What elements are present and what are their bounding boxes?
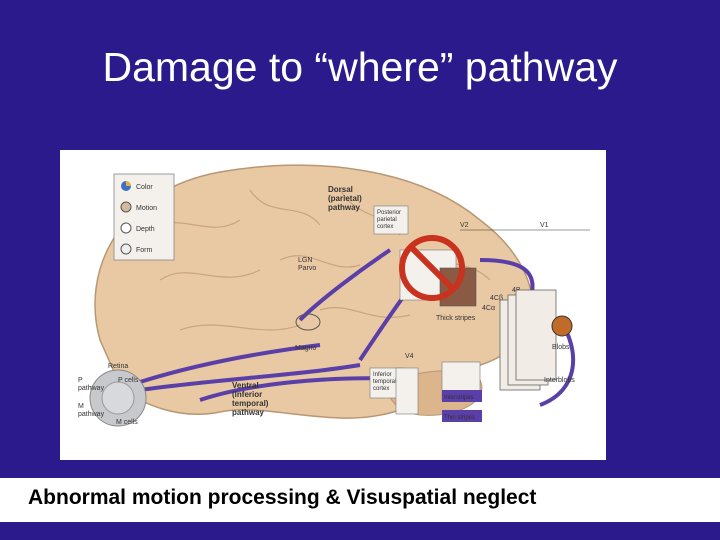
svg-text:Form: Form: [136, 247, 153, 254]
legend-box: Color Motion Depth Form: [113, 173, 175, 261]
v4-box: [395, 367, 419, 415]
legend-item-motion: Motion: [120, 201, 157, 213]
legend-item-depth: Depth: [120, 222, 155, 234]
bottom-caption: Abnormal motion processing & Visuspatial…: [28, 486, 537, 509]
magno-label: Magno: [295, 345, 317, 352]
interblobs-label: Interblobs: [544, 377, 575, 384]
dorsal-label: Dorsal(parietal)pathway: [328, 185, 362, 212]
thick-stripes-label: Thick stripes: [436, 315, 476, 322]
thin-stripes-label: Thin stripes: [444, 415, 475, 421]
layer-4cb-label: 4Cβ: [490, 295, 503, 302]
retina-label: Retina: [108, 363, 128, 370]
prohibition-sign: [399, 235, 465, 301]
p-cells-label: P cells: [118, 377, 139, 384]
legend-item-form: Form: [120, 243, 153, 255]
svg-text:Color: Color: [136, 184, 153, 191]
blob-icon: [551, 315, 573, 337]
lgn-layers: [295, 313, 321, 331]
diagram-svg: Color Motion Depth Form Dorsal(parietal)…: [78, 164, 590, 427]
blobs-label: Blobs: [552, 344, 570, 351]
layer-4ca-label: 4Cα: [482, 305, 495, 312]
caption-bar: [0, 478, 720, 522]
v1-slab: [499, 289, 557, 391]
legend-item-color: Color: [121, 181, 153, 191]
v2-label: V2: [460, 222, 469, 229]
interstripes-band: [442, 390, 482, 402]
thin-stripes-band: [442, 410, 482, 422]
svg-text:Depth: Depth: [136, 226, 155, 233]
svg-text:Motion: Motion: [136, 205, 157, 212]
v1-label: V1: [540, 222, 549, 229]
slide-title: Damage to “where” pathway: [102, 44, 618, 90]
m-cells-label: M cells: [116, 419, 138, 426]
visual-pathway-diagram: Color Motion Depth Form Dorsal(parietal)…: [60, 150, 606, 460]
retina: [89, 369, 147, 427]
v4-label: V4: [405, 353, 414, 360]
interstripes-label: Interstripes: [444, 395, 474, 401]
